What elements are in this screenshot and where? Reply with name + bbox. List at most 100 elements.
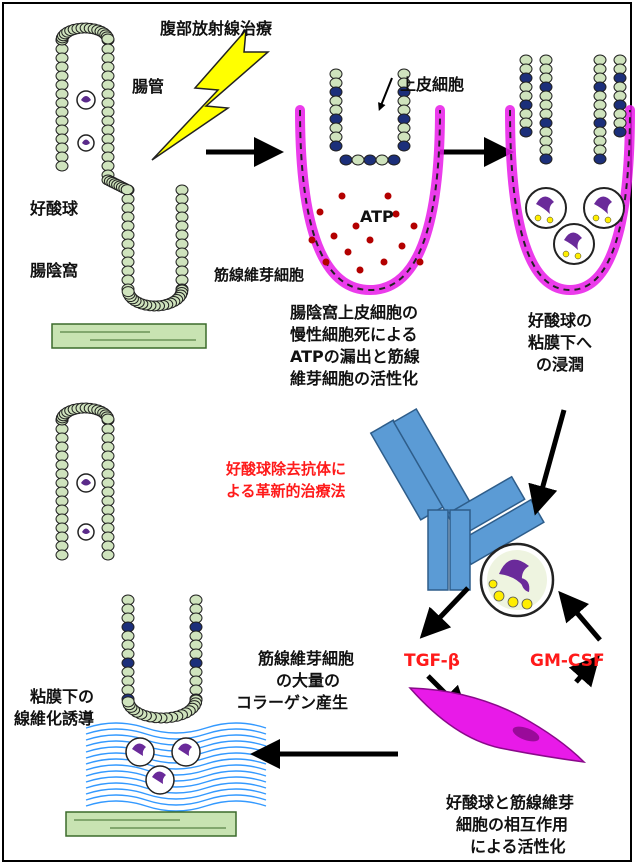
intestine-panel-1 [51, 22, 207, 349]
epithelial-cells-4 [55, 402, 203, 724]
base-layer-2 [65, 811, 237, 837]
svg-text:の大量の: の大量の [276, 671, 340, 690]
svg-text:の浸潤: の浸潤 [536, 355, 584, 374]
eosinophil-label: 好酸球 [29, 199, 79, 218]
atp-dot [322, 258, 330, 266]
svg-text:よる革新的治療法: よる革新的治療法 [226, 482, 346, 500]
svg-text:慢性細胞死による: 慢性細胞死による [290, 325, 418, 344]
infiltration-panel-3 [505, 54, 635, 296]
collagen-fiber [85, 770, 267, 782]
atp-dot [392, 210, 400, 218]
svg-text:細胞の相互作用: 細胞の相互作用 [456, 815, 568, 834]
atp-dot [366, 236, 374, 244]
svg-text:線維化誘導: 線維化誘導 [14, 709, 94, 728]
collagen-fibers [85, 722, 267, 812]
epithelial-cell [593, 153, 607, 165]
arrow-6 [568, 655, 600, 688]
epithelial-cell [101, 33, 115, 45]
collagen-fiber [85, 794, 267, 806]
collagen-fiber [85, 776, 267, 788]
epithelial-label: 上皮細胞 [400, 75, 464, 94]
atp-dots [308, 192, 424, 274]
epithelial-cell [120, 184, 134, 196]
atp-dot [308, 236, 316, 244]
epithelial-cell [101, 549, 115, 561]
svg-text:粘膜下へ: 粘膜下へ [528, 333, 592, 352]
gm-csf-label: GM-CSF [530, 651, 605, 671]
epithelial-cell [121, 286, 135, 298]
epithelial-cell [363, 154, 377, 166]
svg-text:コラーゲン産生: コラーゲン産生 [236, 693, 348, 712]
base-layer-1 [51, 323, 207, 349]
svg-text:ATPの漏出と筋線: ATPの漏出と筋線 [290, 347, 420, 366]
epithelial-cell [55, 549, 69, 561]
eosinophil-icon [479, 542, 555, 618]
epithelial-cell [539, 153, 553, 165]
epithelial-cells-3 [519, 54, 627, 165]
crypt-panel-2 [295, 68, 445, 296]
epithelial-cell [329, 140, 343, 152]
atp-dot [398, 242, 406, 250]
collagen-fiber [85, 752, 267, 764]
step2-caption: 好酸球の 粘膜下へ の浸潤 [527, 311, 592, 374]
crypt-label: 腸陰窩 [30, 261, 78, 280]
atp-dot [316, 208, 324, 216]
atp-dot [384, 192, 392, 200]
myofibroblast-label: 筋線維芽細胞 [213, 266, 304, 284]
collagen-fiber [85, 764, 267, 776]
collagen-fiber [85, 722, 267, 734]
fibrosis-panel-4 [55, 402, 267, 837]
atp-dot [380, 258, 388, 266]
svg-text:腸陰窩上皮細胞の: 腸陰窩上皮細胞の [290, 303, 418, 322]
tgf-beta-label: TGF-β [404, 651, 460, 671]
fibrosis-caption: 粘膜下の 線維化誘導 [14, 687, 94, 728]
atp-label: ATP [360, 207, 394, 226]
eosinophil-icon [76, 473, 96, 541]
arrow-4 [419, 586, 470, 639]
epithelial-cell [387, 154, 401, 166]
lightning-icon [151, 27, 271, 161]
arrow-3 [528, 409, 567, 516]
epithelial-cell [101, 413, 115, 425]
atp-dot [416, 258, 424, 266]
svg-text:好酸球の: 好酸球の [527, 311, 592, 330]
atp-dot [330, 232, 338, 240]
collagen-fiber [85, 800, 267, 812]
epithelial-cell [519, 126, 533, 138]
atp-dot [344, 248, 352, 256]
epithelial-cell [339, 154, 353, 166]
atp-dot [338, 192, 346, 200]
svg-text:好酸球と筋線維芽: 好酸球と筋線維芽 [445, 793, 574, 812]
epithelial-cell [55, 160, 69, 172]
collagen-fiber [85, 728, 267, 740]
atp-dot [352, 222, 360, 230]
myofibroblast-cell-icon [408, 687, 587, 764]
antibody-icon [369, 407, 545, 591]
svg-text:による活性化: による活性化 [470, 837, 566, 856]
svg-text:維芽細胞の活性化: 維芽細胞の活性化 [290, 369, 418, 388]
svg-text:好酸球除去抗体に: 好酸球除去抗体に [225, 460, 346, 478]
collagen-fiber [85, 758, 267, 770]
therapy-caption: 好酸球除去抗体に よる革新的治療法 [225, 460, 346, 500]
collagen-fiber [85, 782, 267, 794]
epithelial-cells-2 [329, 68, 411, 166]
epithelial-cell [397, 140, 411, 152]
step1-caption: 腸陰窩上皮細胞の 慢性細胞死による ATPの漏出と筋線 維芽細胞の活性化 [290, 303, 420, 388]
eosinophil-icon [76, 90, 96, 152]
collagen-caption: 筋線維芽細胞 の大量の コラーゲン産生 [236, 649, 354, 712]
epithelial-cell [121, 696, 135, 708]
epithelial-cell [351, 154, 365, 166]
atp-dot [356, 266, 364, 274]
gut-label: 腸管 [132, 77, 164, 96]
interaction-caption: 好酸球と筋線維芽 細胞の相互作用 による活性化 [445, 793, 574, 856]
epithelial-cells-1 [55, 22, 189, 312]
arrow-7 [558, 590, 602, 642]
svg-text:筋線維芽細胞: 筋線維芽細胞 [257, 649, 354, 668]
eosinophil-icon [525, 187, 625, 265]
atp-dot [410, 222, 418, 230]
eosinophil-icon [125, 737, 201, 795]
epithelial-cell [613, 126, 627, 138]
